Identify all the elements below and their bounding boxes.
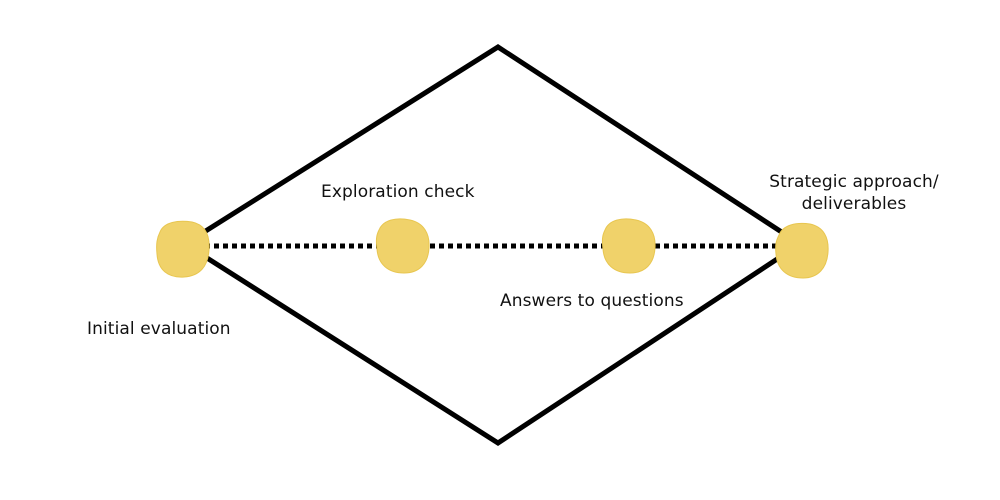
label-answers-to-questions: Answers to questions (500, 291, 684, 311)
label-initial-evaluation: Initial evaluation (87, 319, 231, 339)
label-strategic-line-2: deliverables (801, 194, 907, 214)
node-answers (601, 218, 656, 274)
label-exploration-check: Exploration check (321, 182, 475, 202)
node-strategic (775, 222, 829, 279)
label-strategic-line-1: Strategic approach/ (769, 172, 939, 192)
node-exploration (375, 218, 430, 274)
label-strategic-approach: Strategic approach/ deliverables (766, 171, 942, 215)
node-initial (156, 220, 210, 278)
